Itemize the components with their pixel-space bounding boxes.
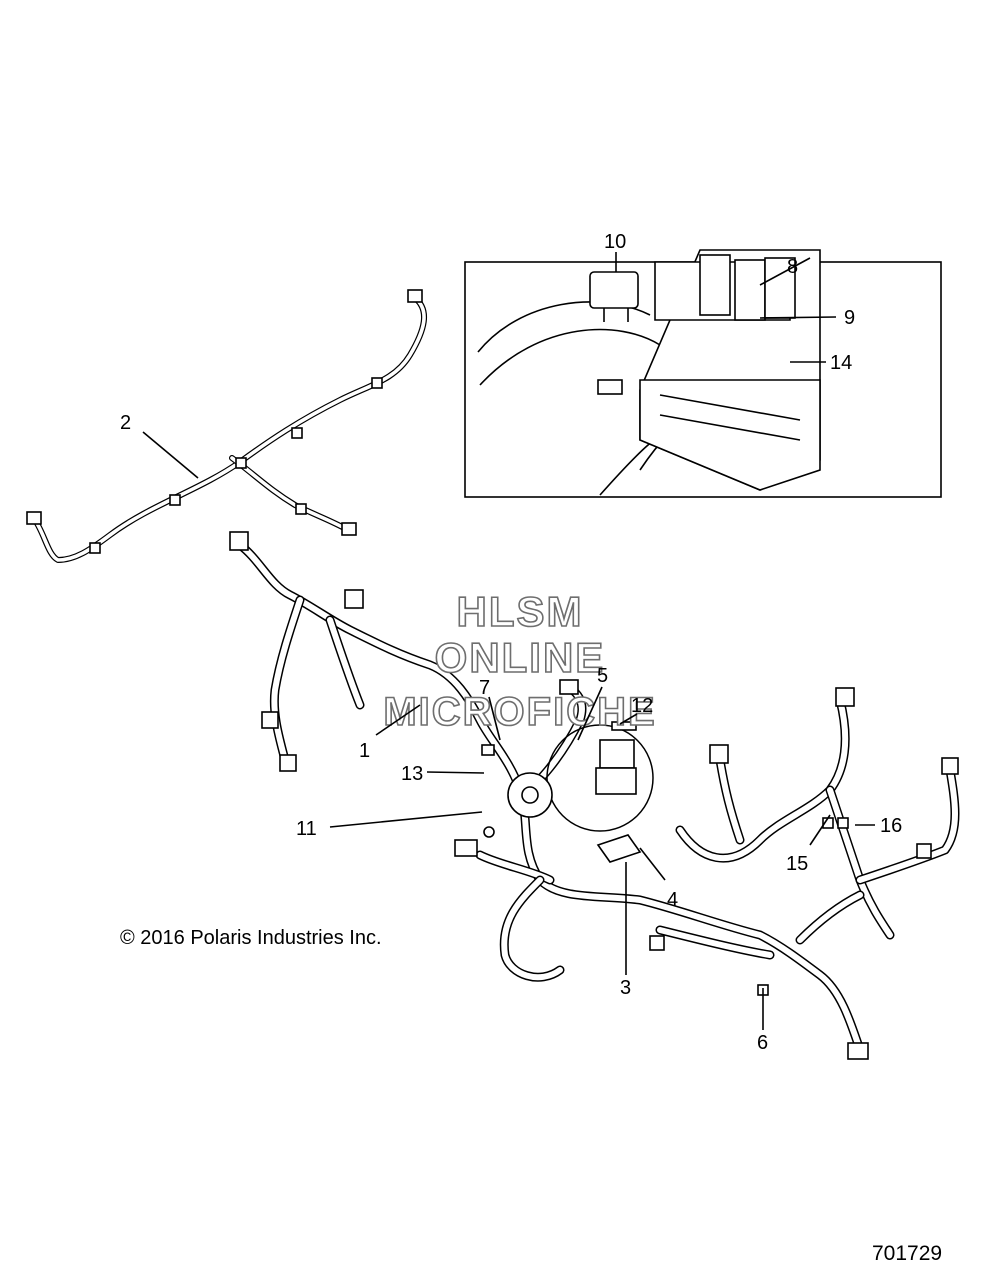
clip-icon: [235, 457, 247, 469]
fuse-box-inset: [464, 249, 942, 498]
clip-icon: [169, 494, 181, 506]
connector-icon: [341, 522, 357, 536]
main-harness-part-1: [229, 531, 960, 1060]
connector-icon: [229, 531, 249, 551]
callout-5: 5: [597, 665, 608, 687]
connector-icon: [847, 1042, 869, 1060]
callout-6: 6: [757, 1032, 768, 1054]
callout-1: 1: [359, 740, 370, 762]
clip-icon: [371, 377, 383, 389]
clip-icon: [89, 542, 101, 554]
leader-lines: [142, 252, 875, 1030]
connector-icon: [709, 744, 729, 764]
callout-8: 8: [787, 256, 798, 278]
callout-labels: 1 2 3 4 5 6 7 8 9 10 11 12 13 14 15 16: [120, 231, 902, 1054]
connector-icon: [279, 754, 297, 772]
connector-icon: [454, 839, 478, 857]
relay-icon: [589, 271, 639, 309]
callout-11: 11: [296, 818, 317, 840]
connector-icon: [407, 289, 423, 303]
connector-icon: [916, 843, 932, 859]
callout-14: 14: [830, 352, 852, 374]
watermark-line-1: HLSM: [457, 588, 584, 635]
connector-icon: [26, 511, 42, 525]
copyright-notice: © 2016 Polaris Industries Inc.: [120, 927, 382, 949]
bracket-icon: [596, 834, 642, 863]
callout-15: 15: [786, 853, 808, 875]
connector-icon: [597, 379, 623, 395]
watermark-line-3: MICROFICHE: [383, 690, 656, 734]
clip-icon: [481, 744, 495, 756]
connector-icon: [559, 679, 579, 695]
callout-2: 2: [120, 412, 131, 434]
callout-7: 7: [479, 677, 490, 699]
connector-icon: [835, 687, 855, 707]
callout-10: 10: [604, 231, 626, 253]
rear-harness-part-2: [26, 289, 428, 563]
connector-icon: [941, 757, 959, 775]
fuse-block-icon: [595, 767, 637, 795]
connector-icon: [344, 589, 364, 609]
connector-icon: [837, 817, 849, 829]
watermark: HLSM ONLINE MICROFICHE: [383, 587, 656, 735]
relay-icon: [599, 739, 635, 769]
clip-icon: [483, 826, 495, 838]
connector-icon: [261, 711, 279, 729]
callout-12: 12: [631, 695, 653, 717]
callout-3: 3: [620, 977, 631, 999]
callout-13: 13: [401, 763, 423, 785]
document-number: 701729: [872, 1242, 943, 1265]
callout-4: 4: [667, 889, 678, 911]
callout-16: 16: [880, 815, 902, 837]
connector-icon: [649, 935, 665, 951]
clip-icon: [291, 427, 303, 439]
callout-9: 9: [844, 307, 855, 329]
clip-icon: [295, 503, 307, 515]
watermark-line-2: ONLINE: [435, 634, 606, 681]
